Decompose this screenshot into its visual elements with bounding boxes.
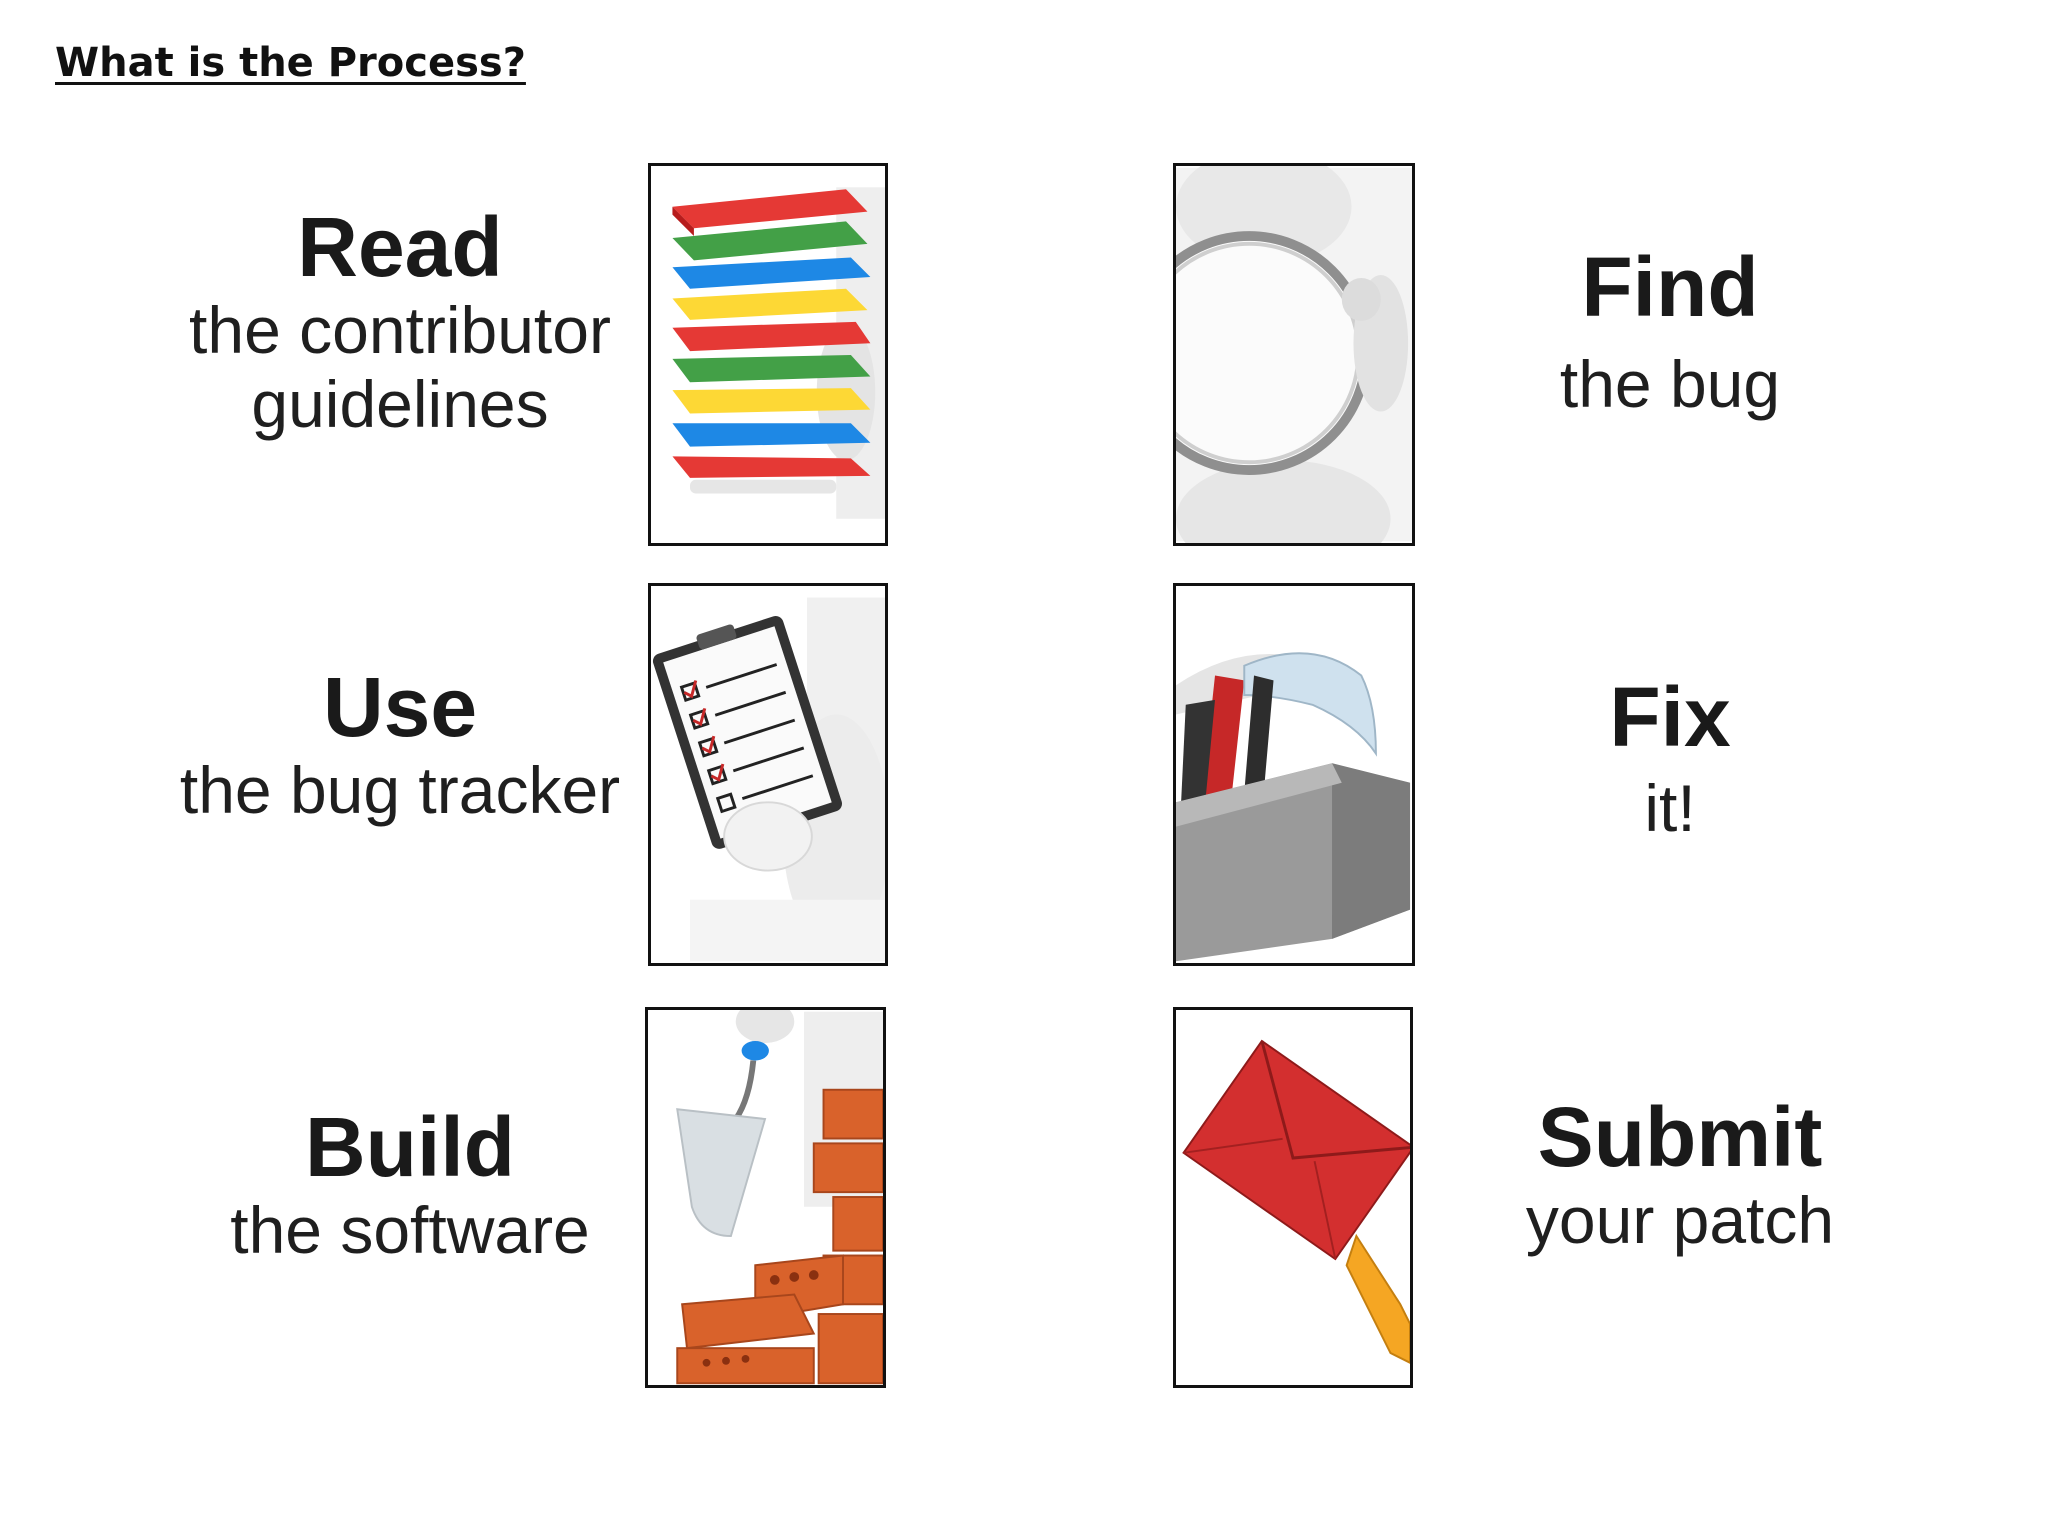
step-find-verb: Find: [1581, 240, 1759, 334]
step-fix-image: [1173, 583, 1415, 966]
step-build-verb: Build: [305, 1100, 515, 1194]
step-fix-line-1: it!: [1644, 771, 1696, 846]
step-build-line-1: the software: [230, 1193, 590, 1268]
step-build-label: Build the software: [150, 1100, 670, 1268]
envelope-icon: [1176, 1011, 1410, 1384]
toolbox-icon: [1176, 587, 1412, 962]
magnifying-glass-icon: [1176, 166, 1412, 543]
step-find-label: Find the bug: [1430, 240, 1910, 422]
clipboard-checklist-icon: [652, 597, 885, 962]
step-fix-label: Fix it!: [1430, 670, 1910, 846]
step-use-label: Use the bug tracker: [140, 660, 660, 828]
step-read-label: Read the contributor guidelines: [140, 200, 660, 442]
step-fix-verb: Fix: [1609, 670, 1731, 764]
step-use-line-1: the bug tracker: [179, 753, 621, 828]
trowel-bricks-icon: [676, 1010, 883, 1385]
step-submit-label: Submit your patch: [1430, 1090, 1930, 1258]
books-stack-icon: [672, 187, 885, 519]
step-submit-verb: Submit: [1537, 1090, 1823, 1184]
step-build-image: [645, 1007, 886, 1388]
step-read-verb: Read: [297, 200, 503, 294]
step-submit-image: [1173, 1007, 1413, 1388]
step-find-image: [1173, 163, 1415, 546]
step-find-line-1: the bug: [1559, 347, 1781, 422]
step-read-image: [648, 163, 888, 546]
step-use-image: [648, 583, 888, 966]
step-read-line-2: guidelines: [251, 366, 549, 441]
page-title: What is the Process?: [55, 40, 526, 86]
step-submit-line-1: your patch: [1525, 1183, 1835, 1258]
step-read-line-1: the contributor: [189, 293, 611, 368]
step-use-verb: Use: [322, 660, 478, 754]
